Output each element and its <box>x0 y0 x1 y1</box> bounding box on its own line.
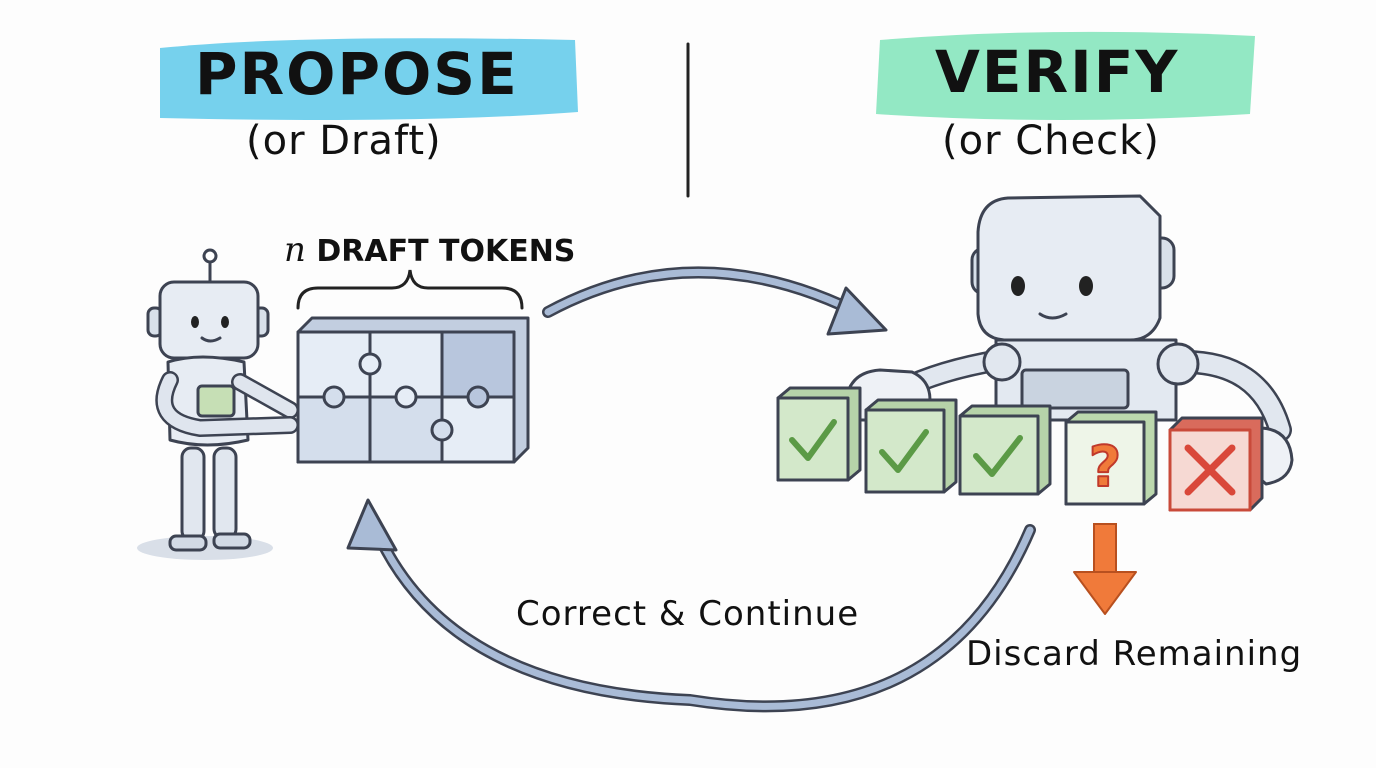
draft-tokens-label: n DRAFT TOKENS <box>284 230 575 270</box>
verify-highlight <box>876 31 1255 120</box>
propose-highlight <box>160 38 578 121</box>
proposer-robot <box>137 248 299 560</box>
box-accepted-2 <box>864 398 958 494</box>
check-icon <box>879 429 929 473</box>
verify-subtitle: (or Check) <box>942 118 1160 164</box>
check-icon <box>789 419 837 461</box>
draft-tokens-text: DRAFT TOKENS <box>316 234 576 269</box>
verify-title: VERIFY <box>935 38 1180 106</box>
draft-tokens-n: n <box>284 230 306 270</box>
x-icon <box>1184 444 1236 496</box>
propose-to-verify-arrow <box>542 266 888 336</box>
question-icon: ? <box>1089 435 1121 500</box>
draft-token-block <box>296 316 530 464</box>
propose-subtitle: (or Draft) <box>246 118 442 164</box>
box-rejected <box>1168 416 1264 512</box>
draft-tokens-brace <box>296 269 524 310</box>
box-accepted-1 <box>776 386 862 482</box>
box-accepted-3 <box>958 404 1052 496</box>
correct-and-continue-arrow <box>346 498 1036 713</box>
discard-arrow <box>1073 523 1137 615</box>
verification-boxes: ? <box>776 386 1264 512</box>
correct-continue-label: Correct & Continue <box>516 594 860 634</box>
propose-title: PROPOSE <box>195 40 519 108</box>
box-uncertain: ? <box>1064 410 1158 506</box>
check-icon <box>973 435 1023 477</box>
discard-remaining-label: Discard Remaining <box>966 634 1303 674</box>
